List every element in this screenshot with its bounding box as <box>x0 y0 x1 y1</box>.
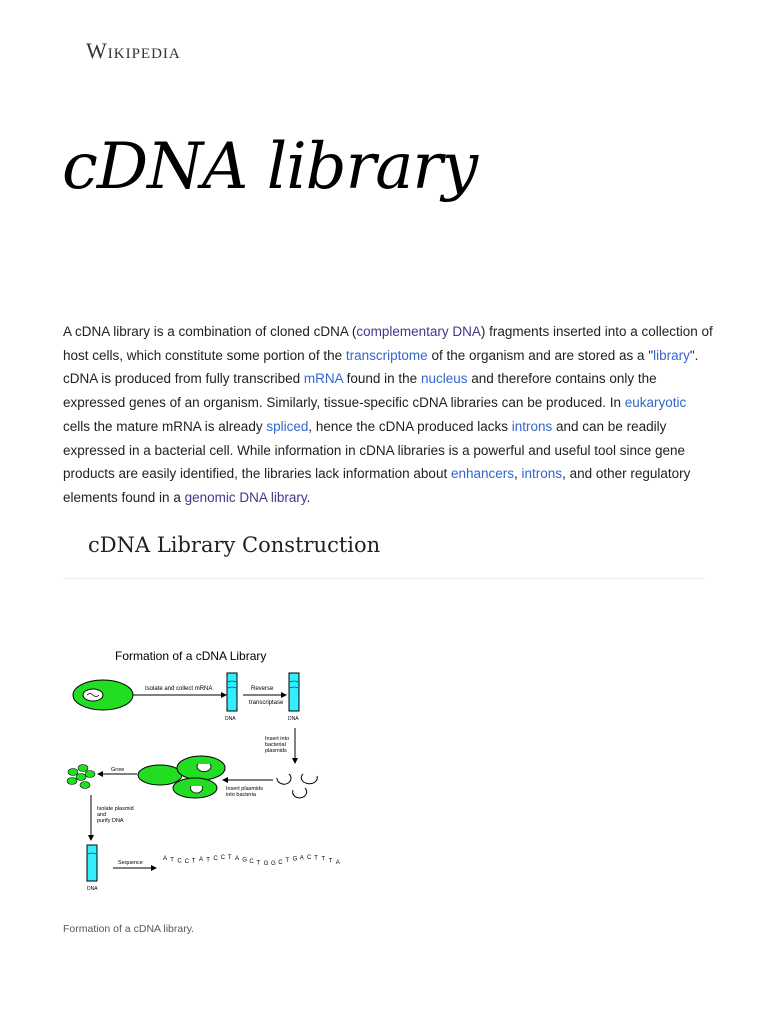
paragraph-text: found in the <box>342 371 421 387</box>
paragraph-text: A cDNA library is a combination of clone… <box>63 324 357 339</box>
arrowhead <box>151 865 157 871</box>
label-purify-3: purify DNA <box>97 818 124 824</box>
bacterium-plasmid <box>196 763 212 772</box>
sequence-letter: T <box>170 858 174 864</box>
plasmid <box>292 787 308 799</box>
paragraph-text: of the organism and are stored as a " <box>427 347 654 363</box>
section-heading: cDNA Library Construction <box>88 533 381 557</box>
label-insert-3: plasmids <box>265 748 287 754</box>
sequence-letter: C <box>177 859 182 865</box>
mrna-squiggle <box>86 693 100 697</box>
sequence-letter: T <box>228 855 232 861</box>
paragraph-text: and can be readily expressed in a bacter… <box>63 418 686 482</box>
article-link[interactable]: library <box>653 347 690 363</box>
sequence-letter: A <box>199 857 203 863</box>
article-link[interactable]: nucleus <box>420 371 468 387</box>
wikipedia-wordmark[interactable]: Wikipedia <box>86 38 181 63</box>
paragraph-text: cells the mature mRNA is already <box>63 418 267 434</box>
sequence-letter: T <box>329 858 333 864</box>
sequence-letter: G <box>293 857 298 863</box>
sequence-letter: G <box>271 861 276 867</box>
sequence-letter: T <box>192 858 196 864</box>
sequence-letter: C <box>278 860 283 866</box>
sequence-letter: C <box>213 856 218 862</box>
sequence-letter: T <box>285 858 289 864</box>
tube-1-label: DNA <box>225 716 236 722</box>
article-link[interactable]: genomic DNA library <box>184 489 307 505</box>
label-plasmids-2: into bacteria <box>226 792 257 798</box>
bacterium <box>137 764 183 786</box>
sequence-letter: A <box>163 856 167 862</box>
article-link[interactable]: enhancers <box>450 466 515 482</box>
sequence-letter: C <box>307 855 312 861</box>
label-purify-2: and <box>97 812 106 818</box>
article-link[interactable]: eukaryotic <box>624 395 687 411</box>
paragraph-text: ) fragments inserted into a collection o… <box>63 324 713 363</box>
bacterium-plasmid <box>190 785 203 794</box>
tube-2-contents <box>289 680 299 689</box>
page-title: cDNA library <box>62 130 478 204</box>
label-reverse-2: transcriptase <box>249 700 284 706</box>
figure-title: Formation of a cDNA Library <box>115 649 266 663</box>
tube-3-label: DNA <box>87 886 98 892</box>
label-insert-1: Insert into <box>265 736 289 742</box>
label-sequence: Sequence <box>118 860 143 866</box>
plasmid <box>276 773 292 785</box>
label-reverse-1: Reverse <box>251 686 274 692</box>
paragraph-text: , and other regulatory elements found in… <box>63 466 691 505</box>
arrowhead <box>222 777 228 783</box>
label-plasmids-1: Insert plasmids <box>226 786 263 792</box>
plasmid <box>300 773 318 785</box>
article-link[interactable]: introns <box>521 466 563 482</box>
sequence-letter: T <box>257 860 261 866</box>
label-insert-2: bacterial <box>265 742 286 748</box>
sequence-letter: C <box>185 859 190 865</box>
test-tube-3 <box>86 844 98 882</box>
paragraph-text: . <box>306 489 311 505</box>
figure-cdna-library[interactable]: Formation of a cDNA Library Isolate and … <box>63 640 363 900</box>
sequence-letter: T <box>321 857 325 863</box>
section-divider <box>63 578 705 579</box>
arrowhead <box>97 771 103 777</box>
arrowhead <box>88 835 94 841</box>
figure-diagram: Formation of a cDNA Library Isolate and … <box>66 649 340 892</box>
article-link[interactable]: introns <box>511 418 553 434</box>
tube-2-label: DNA <box>288 716 299 722</box>
arrowhead <box>292 758 298 764</box>
sequence-letter: T <box>206 858 210 864</box>
test-tube-2 <box>288 672 300 712</box>
paragraph-text: and therefore contains only the expresse… <box>63 371 657 411</box>
test-tube-1 <box>226 672 238 712</box>
article-link[interactable]: spliced <box>266 418 309 434</box>
bacterial-colony <box>66 764 96 789</box>
sequence-letter: A <box>235 856 239 862</box>
sequence-letter: T <box>314 855 318 861</box>
arrowhead <box>281 692 287 698</box>
article-link[interactable]: mRNA <box>303 371 343 387</box>
sequence-letter: G <box>242 857 247 863</box>
arrowhead <box>221 692 227 698</box>
intro-paragraph: A cDNA library is a combination of clone… <box>63 320 713 510</box>
label-isolate: Isolate and collect mRNA <box>145 686 212 692</box>
sequence-letter: C <box>249 859 254 865</box>
article-link[interactable]: complementary DNA <box>356 324 481 339</box>
sequence-letter: G <box>264 861 269 867</box>
paragraph-text: , <box>514 466 522 482</box>
sequence-letter: A <box>336 860 340 866</box>
paragraph-text: ". cDNA is produced from fully transcrib… <box>63 347 699 387</box>
label-purify-1: Isolate plasmid <box>97 806 134 812</box>
paragraph-text: , hence the cDNA produced lacks <box>308 418 512 434</box>
article-link[interactable]: transcriptome <box>345 347 428 363</box>
sequence-letter: A <box>300 855 304 861</box>
sequence-letter: C <box>221 855 226 861</box>
tube-3-contents <box>87 852 97 855</box>
figure-caption: Formation of a cDNA library. <box>63 923 195 935</box>
label-grow: Grow <box>111 767 124 773</box>
tube-1-contents <box>227 680 237 689</box>
